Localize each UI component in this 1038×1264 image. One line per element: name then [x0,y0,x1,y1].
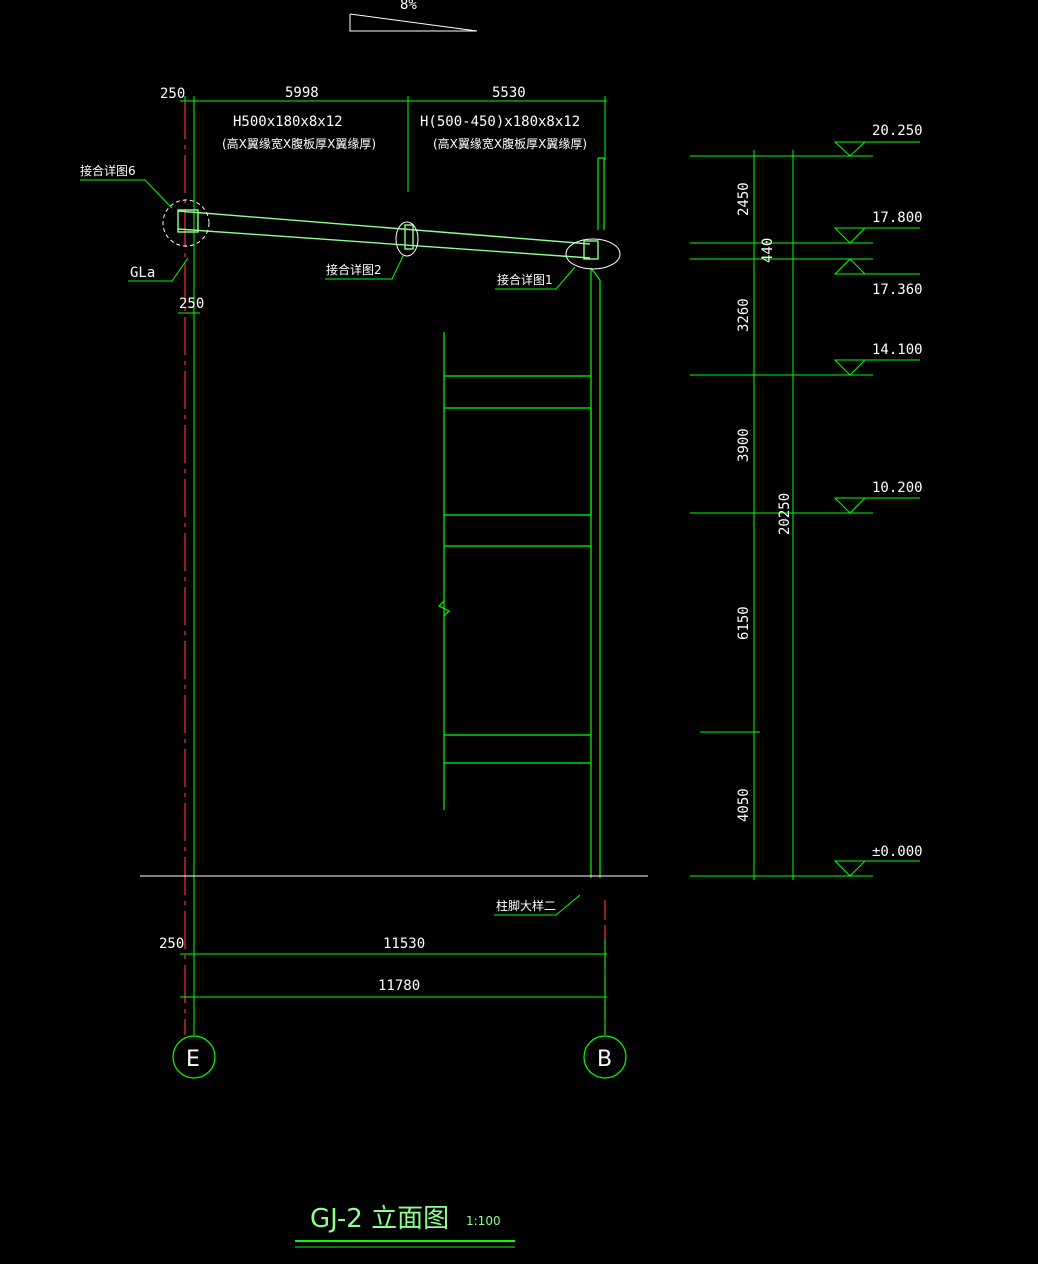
elev-14100: 14.100 [872,342,923,358]
drawing-scale: 1:100 [466,1214,501,1228]
slope-text: 8% [400,0,417,13]
drawing-title: GJ-2 立面图 [310,1204,449,1234]
axis-bubble-e: E [172,1003,216,1079]
label-joint6: 接合详图6 [80,163,136,178]
label-base: 柱脚大样二 [496,898,556,913]
top-dimension-line [180,96,607,192]
vdim-3900: 3900 [736,428,752,462]
axis-bubble-b: B [583,1003,627,1079]
vdim-2450: 2450 [736,182,752,216]
left-column [184,101,195,1035]
dim-span1: 5998 [285,85,319,101]
dim-250-mid: 250 [179,296,204,312]
beam2-note: (高X翼缘宽X腹板厚X翼缘厚) [433,136,587,151]
vdim-3260: 3260 [736,298,752,332]
beam2-section: H(500-450)x180x8x12 [420,114,580,130]
dim-span2: 5530 [492,85,526,101]
dim-11780: 11780 [378,978,420,994]
beam1-note: (高X翼缘宽X腹板厚X翼缘厚) [222,136,376,151]
elev-20250: 20.250 [872,123,923,139]
joint-circles [162,199,621,270]
bottom-dimension-lines [180,940,607,1003]
elev-17800: 17.800 [872,210,923,226]
dim-11530: 11530 [383,936,425,952]
axis-label-b: B [597,1047,612,1072]
vdim-6150: 6150 [736,606,752,640]
slope-symbol: 8% [349,0,478,32]
dim-250-bottom: 250 [159,936,184,952]
vdim-4050: 4050 [736,788,752,822]
dim-250-top: 250 [160,86,185,102]
rafter-beam [177,209,599,260]
vdim-total: 20250 [777,493,793,535]
label-joint1: 接合详图1 [497,272,553,287]
elev-17360: 17.360 [872,282,923,298]
beam1-section: H500x180x8x12 [233,114,343,130]
label-gla: GLa [130,265,155,281]
elevation-markers [833,141,920,877]
vdim-440: 440 [760,238,776,263]
elev-0000: ±0.000 [872,844,923,860]
elevation-dimension-chain [690,150,873,880]
leader-lines [80,179,581,916]
right-column [590,157,606,1035]
elev-10200: 10.200 [872,480,923,496]
label-joint2: 接合详图2 [326,262,382,277]
mezzanine-frame [437,332,592,810]
axis-label-e: E [186,1047,200,1072]
